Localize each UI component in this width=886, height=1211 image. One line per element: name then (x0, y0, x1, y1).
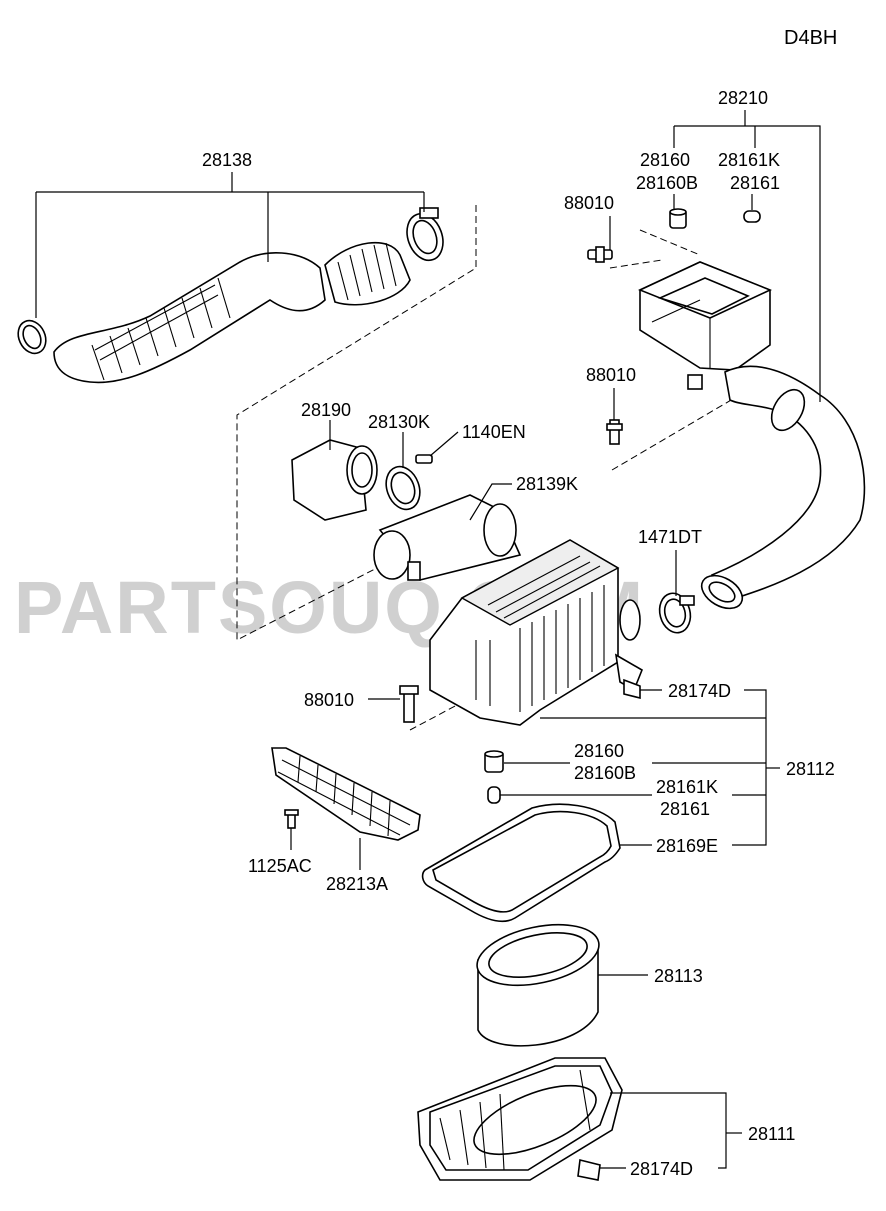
model-code: D4BH (784, 27, 837, 49)
air-cleaner-box-upper-28112 (429, 539, 644, 726)
label-28160B-top[interactable]: 28160B (636, 173, 698, 193)
bolt-88010-b (606, 419, 623, 445)
label-28161-mid[interactable]: 28161 (660, 799, 710, 819)
label-1140EN[interactable]: 1140EN (462, 422, 526, 442)
duct-28139K (373, 494, 522, 581)
label-28130K[interactable]: 28130K (368, 412, 430, 432)
label-28174D-b[interactable]: 28174D (630, 1159, 693, 1179)
screw-1125AC (284, 809, 299, 829)
filter-element-28113 (476, 923, 600, 1047)
cap-28161-mid (487, 786, 501, 804)
label-88010-c[interactable]: 88010 (304, 690, 354, 710)
label-28139K[interactable]: 28139K (516, 474, 578, 494)
lower-case-28111 (417, 1057, 623, 1181)
clamp-1471DT (658, 592, 695, 634)
label-88010-a[interactable]: 88010 (564, 193, 614, 213)
label-28160B-mid[interactable]: 28160B (574, 763, 636, 783)
label-28113[interactable]: 28113 (654, 966, 703, 986)
part-labels: D4BH 28210 28160 28160B 28161K 28161 880… (202, 27, 837, 1179)
intake-hose-28138 (17, 207, 444, 384)
seal-28130K (385, 465, 421, 511)
resonator-28210 (637, 261, 773, 390)
label-1471DT[interactable]: 1471DT (638, 527, 702, 547)
label-1125AC[interactable]: 1125AC (248, 856, 312, 876)
clip-28174D-b (577, 1159, 601, 1181)
label-28169E[interactable]: 28169E (656, 836, 718, 856)
bracket-28213A (271, 747, 421, 841)
label-28160-mid[interactable]: 28160 (574, 741, 624, 761)
label-28161K-top[interactable]: 28161K (718, 150, 780, 170)
label-28210[interactable]: 28210 (718, 88, 768, 108)
label-28112[interactable]: 28112 (786, 759, 835, 779)
label-28161K-mid[interactable]: 28161K (656, 777, 718, 797)
label-28190[interactable]: 28190 (301, 400, 351, 420)
label-28213A[interactable]: 28213A (326, 874, 388, 894)
gasket-28169E (421, 803, 621, 923)
cap-28161-top (743, 210, 761, 223)
clip-28174D-a (623, 678, 641, 700)
air-duct-hose (700, 365, 866, 610)
cover-28190 (291, 439, 378, 521)
bolt-88010-c (399, 685, 419, 723)
label-28111[interactable]: 28111 (748, 1124, 795, 1144)
label-88010-b[interactable]: 88010 (586, 365, 636, 385)
screw-1140EN (415, 454, 433, 464)
label-28138[interactable]: 28138 (202, 150, 252, 170)
grommet-28160-mid (484, 750, 504, 773)
label-28161-top[interactable]: 28161 (730, 173, 780, 193)
leader-lines (35, 110, 821, 1169)
label-28160-top[interactable]: 28160 (640, 150, 690, 170)
grommet-28160-top (669, 208, 687, 229)
bolt-88010-a (587, 246, 613, 263)
label-28174D-a[interactable]: 28174D (668, 681, 731, 701)
